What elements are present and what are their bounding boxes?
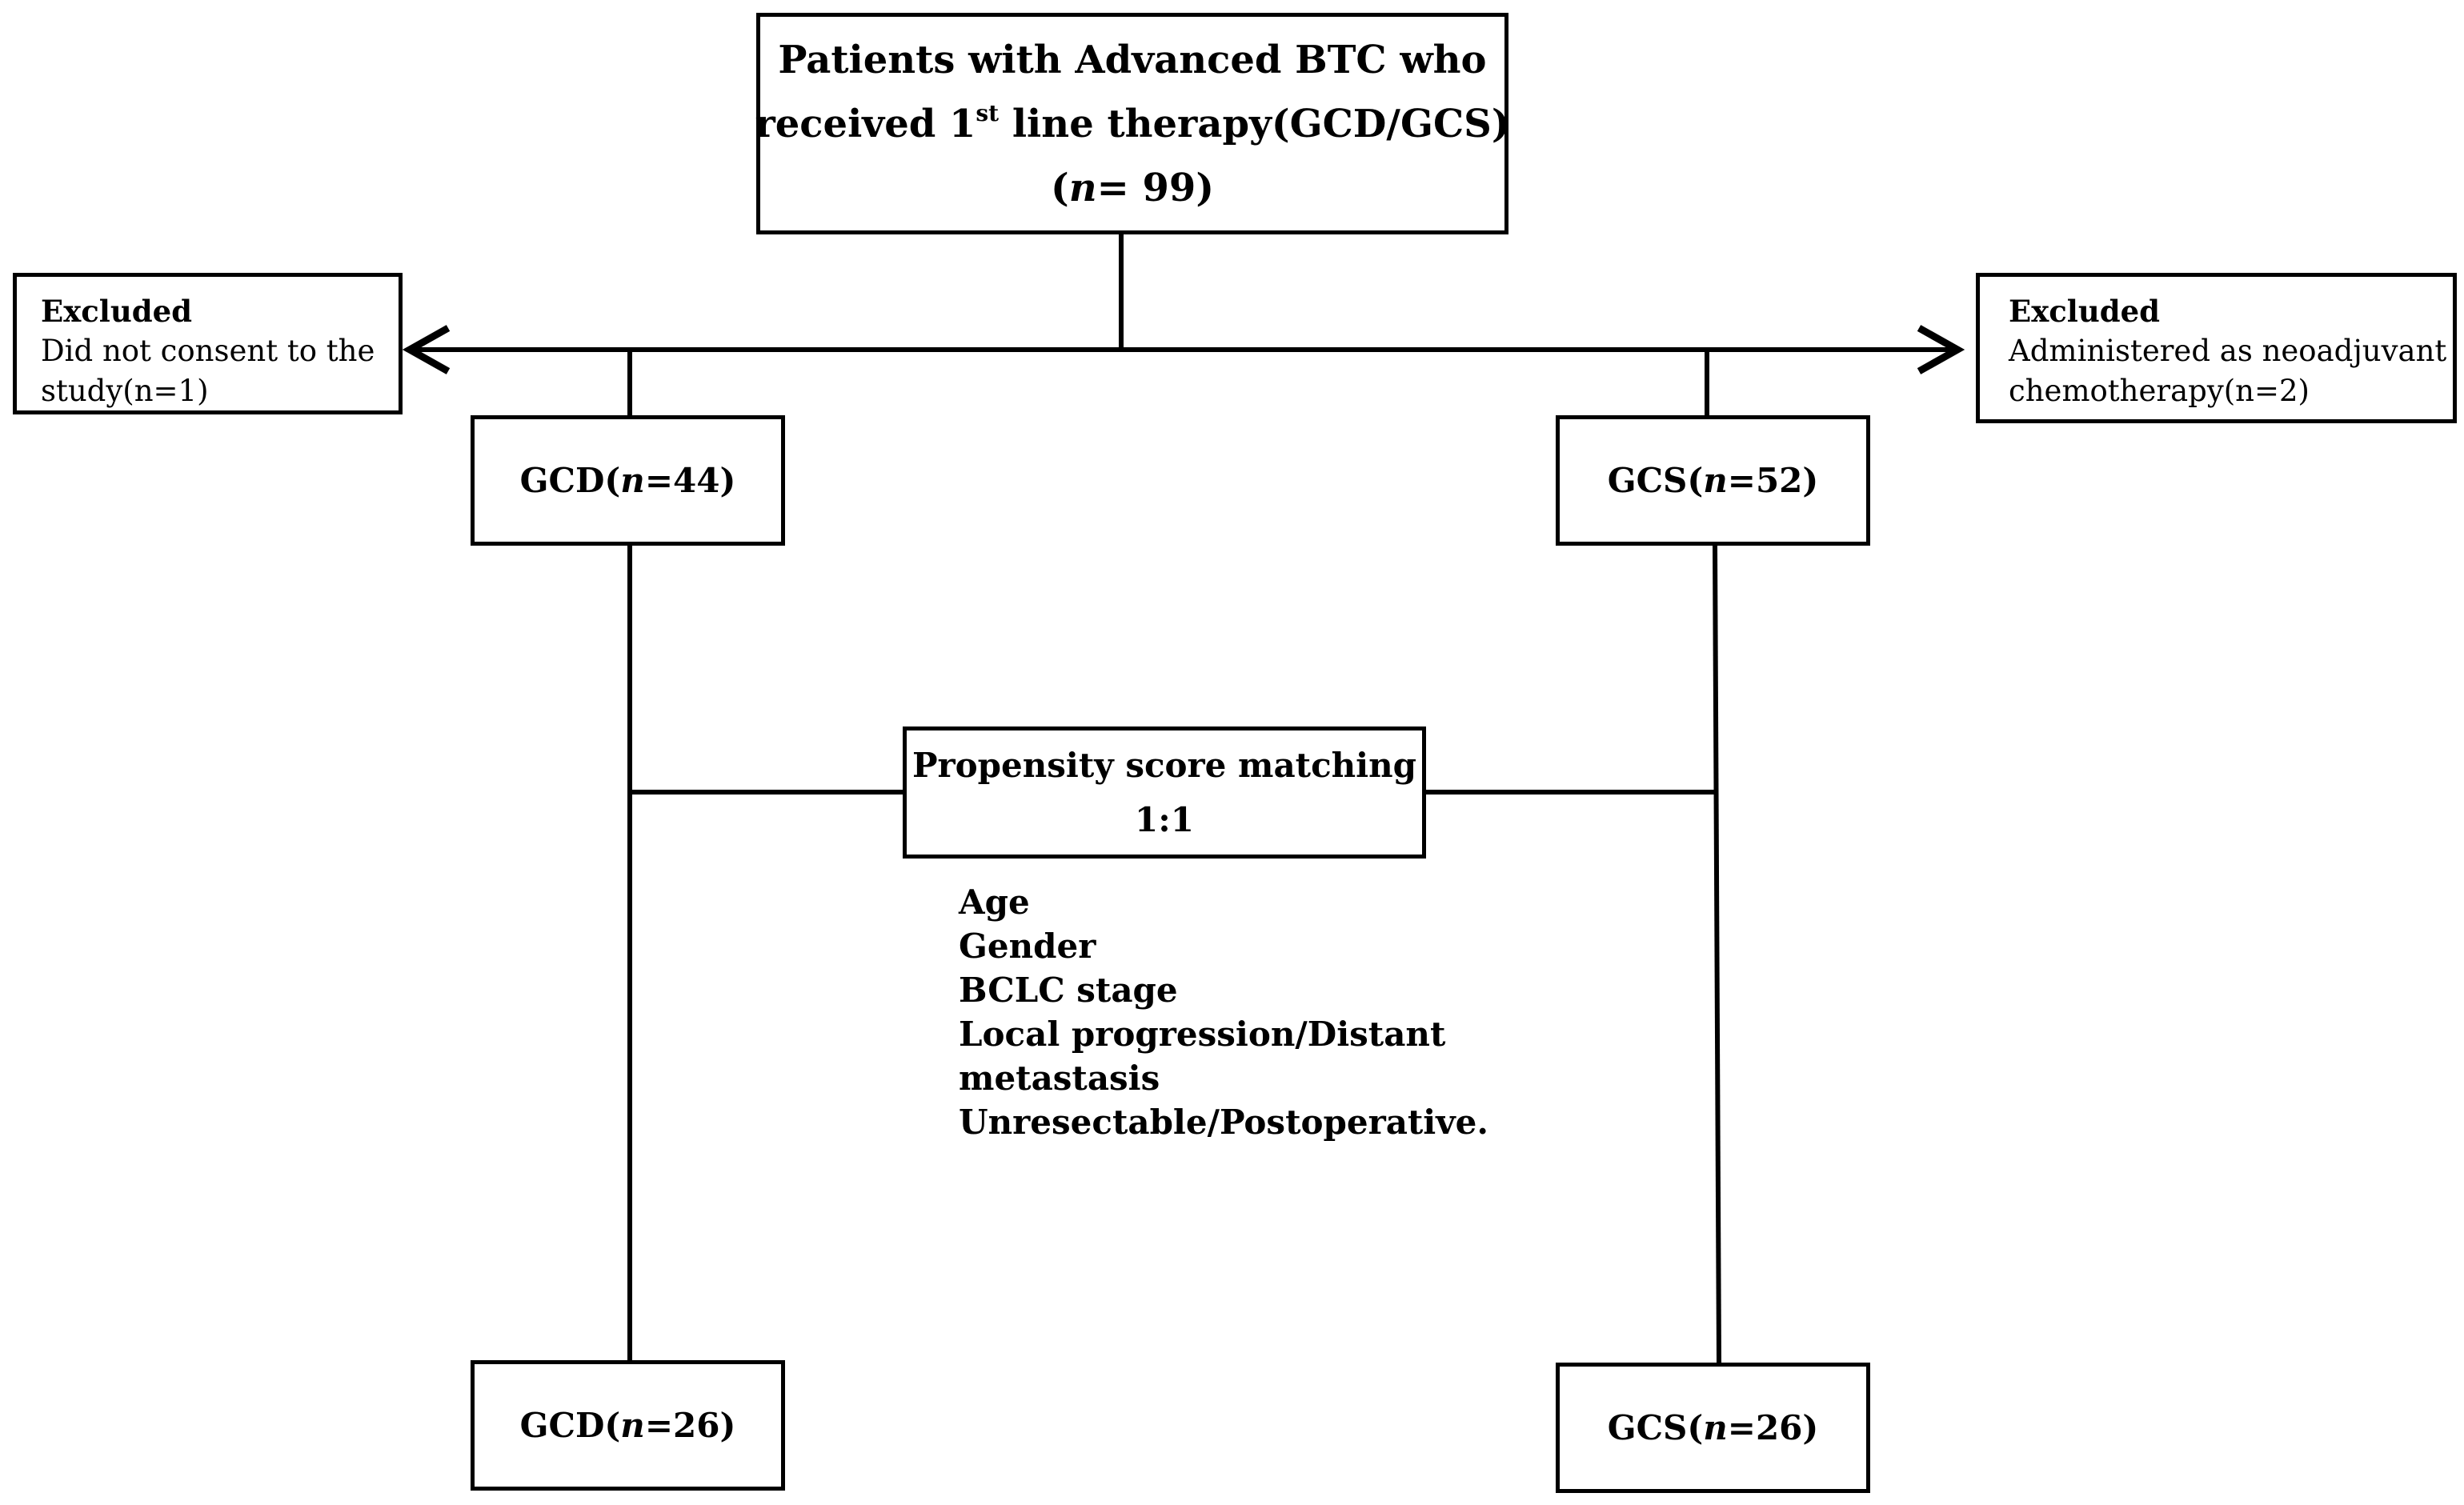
gcd-matched-prefix: GCD(: [519, 1406, 621, 1445]
gcs-initial-label: GCS(n=52): [1608, 461, 1819, 500]
psm-title: Propensity score matching: [911, 745, 1417, 785]
covariate-item: Local progression/Distant: [959, 1015, 1446, 1054]
covariate-item: BCLC stage: [959, 971, 1178, 1010]
gcs-matched-variable: n: [1703, 1408, 1728, 1447]
gcs-matched-prefix: GCS(: [1607, 1408, 1704, 1447]
gcd-initial-value: =44): [644, 461, 736, 500]
gcs-initial-prefix: GCS(: [1607, 461, 1704, 500]
psm-ratio: 1:1: [1135, 799, 1194, 839]
count-variable: n: [1068, 165, 1097, 210]
covariate-item: Age: [959, 883, 1030, 922]
excluded-neoadjuvant-line-1: Administered as neoadjuvant: [2009, 334, 2447, 368]
covariate-item: Unresectable/Postoperative.: [959, 1103, 1489, 1142]
propensity-score-matching-box: Propensity score matching 1:1: [903, 726, 1426, 859]
gcd-matched-label: GCD(n=26): [520, 1406, 736, 1445]
gcs-vertical-line: [1713, 545, 1721, 1363]
gcs-matched-value: =26): [1727, 1408, 1819, 1447]
left-arrowhead: [402, 325, 451, 374]
gcs-initial-variable: n: [1703, 461, 1728, 500]
excluded-consent-line-1: Did not consent to the: [41, 334, 375, 368]
line-2-suffix: line therapy(GCD/GCS): [999, 101, 1510, 146]
gcd-initial-box: GCD(n=44): [471, 415, 785, 546]
excluded-consent-heading: Excluded: [41, 294, 193, 329]
excluded-consent-box: Excluded Did not consent to the study(n=…: [13, 273, 403, 414]
eligible-patients-count: (n= 99): [1051, 156, 1214, 220]
gcs-matched-label: GCS(n=26): [1608, 1408, 1819, 1447]
gcd-matched-variable: n: [620, 1406, 645, 1445]
gcd-initial-prefix: GCD(: [519, 461, 621, 500]
eligible-patients-line-2: received 1st line therapy(GCD/GCS): [755, 92, 1509, 156]
line-2-superscript: st: [976, 99, 1000, 126]
excluded-neoadjuvant-line-2: chemotherapy(n=2): [2009, 374, 2310, 408]
excluded-neoadjuvant-heading: Excluded: [2009, 294, 2161, 329]
eligible-patients-box: Patients with Advanced BTC who received …: [755, 13, 1510, 234]
gcd-initial-variable: n: [620, 461, 645, 500]
line-2-prefix: received 1: [755, 101, 976, 146]
gcs-matched-box: GCS(n=26): [1556, 1363, 1870, 1493]
gcd-matched-box: GCD(n=26): [471, 1360, 785, 1491]
count-open: (: [1050, 165, 1069, 210]
gcd-initial-label: GCD(n=44): [520, 461, 736, 500]
gcs-initial-box: GCS(n=52): [1556, 415, 1870, 546]
matching-covariates-list: Age Gender BCLC stage Local progression/…: [959, 880, 1488, 1144]
excluded-consent-line-2: study(n=1): [41, 374, 209, 408]
covariate-item: metastasis: [959, 1059, 1160, 1098]
eligible-patients-line-1: Patients with Advanced BTC who: [778, 37, 1487, 82]
right-arrowhead: [1917, 325, 1965, 374]
covariate-item: Gender: [959, 927, 1096, 966]
excluded-neoadjuvant-box: Excluded Administered as neoadjuvant che…: [1976, 273, 2457, 423]
gcd-matched-value: =26): [644, 1406, 736, 1445]
count-value: = 99): [1096, 165, 1215, 210]
gcs-initial-value: =52): [1727, 461, 1819, 500]
